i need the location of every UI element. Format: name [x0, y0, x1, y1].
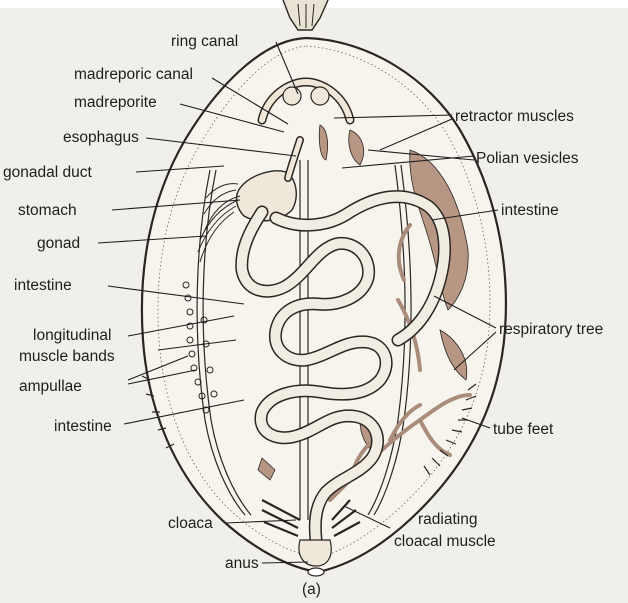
label-ring-canal: ring canal — [171, 33, 238, 50]
label-intestine-left-lower: intestine — [54, 418, 112, 435]
label-intestine-right: intestine — [501, 202, 559, 219]
label-muscle-bands: muscle bands — [19, 348, 115, 365]
label-ampullae: ampullae — [19, 378, 82, 395]
label-anus: anus — [225, 555, 259, 572]
label-madreporic-canal: madreporic canal — [74, 66, 193, 83]
label-gonadal-duct: gonadal duct — [3, 164, 92, 181]
label-tube-feet: tube feet — [493, 421, 554, 438]
label-intestine-left-upper: intestine — [14, 277, 72, 294]
label-retractor-muscles: retractor muscles — [455, 108, 574, 125]
label-stomach: stomach — [18, 202, 77, 219]
label-cloaca: cloaca — [168, 515, 213, 532]
label-madreporite: madreporite — [74, 94, 157, 111]
label-esophagus: esophagus — [63, 129, 139, 146]
label-respiratory-tree: respiratory tree — [499, 321, 603, 338]
label-polian-vesicles: Polian vesicles — [476, 150, 579, 167]
figure-caption: (a) — [302, 581, 321, 598]
label-cloacal-muscle: cloacal muscle — [394, 533, 496, 550]
tentacle-stub — [283, 0, 328, 30]
label-gonad: gonad — [37, 235, 80, 252]
label-radiating: radiating — [418, 511, 477, 528]
label-longitudinal: longitudinal — [33, 327, 111, 344]
